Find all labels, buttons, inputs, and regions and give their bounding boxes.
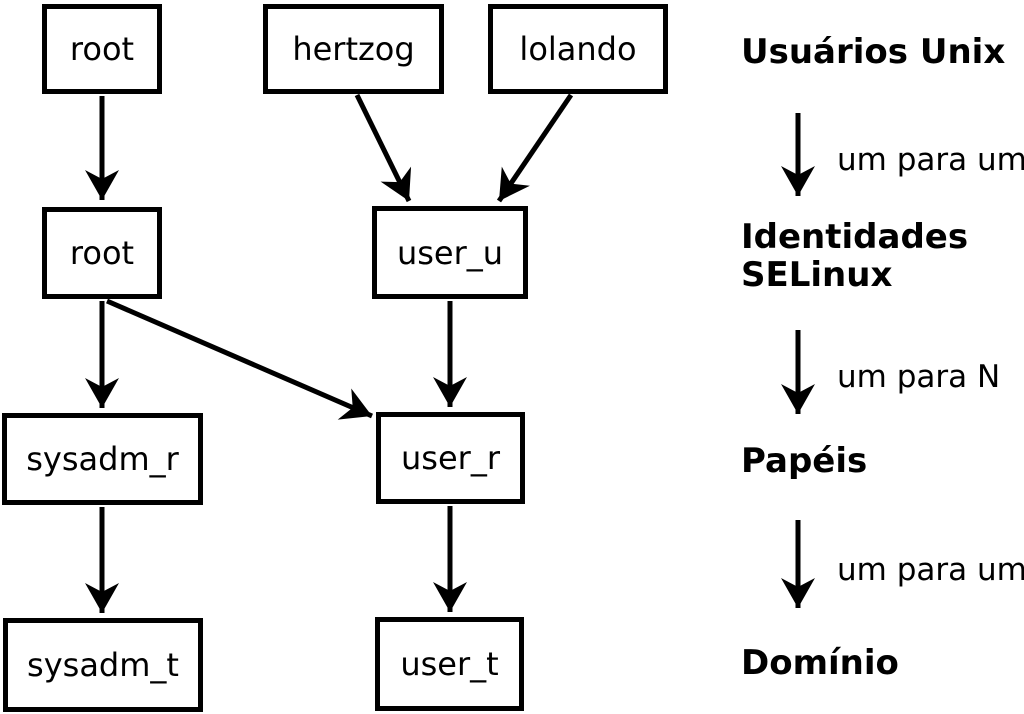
- edge-hertzog-to-user-u: [354, 93, 412, 203]
- node-lolando-box: [488, 4, 668, 94]
- edge-rootselinux-to-user-r: [106, 298, 373, 420]
- node-user-u-label: user_u: [397, 234, 503, 272]
- node-sysadm-r-label: sysadm_r: [26, 440, 179, 478]
- legend-roles-label: Papéis: [741, 441, 867, 481]
- legend-mapping-identity-to-roles-label: um para N: [837, 359, 1000, 395]
- legend-unix-users-label: Usuários Unix: [741, 32, 1005, 72]
- node-user-t-box: [375, 617, 524, 711]
- legend-domain-label: Domínio: [741, 643, 899, 683]
- node-user-r-box: [376, 412, 525, 504]
- legend-identities-line2: SELinux: [741, 255, 892, 295]
- node-hertzog-box: [263, 4, 444, 94]
- node-hertzog-label: hertzog: [292, 30, 414, 68]
- node-root-unix-box: [42, 4, 162, 94]
- node-sysadm-t-label: sysadm_t: [27, 646, 179, 684]
- node-root-selinux-box: [42, 207, 162, 299]
- node-sysadm-r-box: [2, 413, 203, 505]
- edge-lolando-to-user-u: [496, 93, 574, 203]
- node-user-u-box: [372, 206, 528, 299]
- node-sysadm-t-box: [3, 618, 203, 712]
- legend-identities-line1: Identidades: [741, 217, 968, 257]
- node-root-unix-label: root: [70, 30, 134, 68]
- legend-mapping-unix-to-identity-label: um para um: [837, 142, 1024, 178]
- node-root-selinux-label: root: [70, 234, 134, 272]
- legend-mapping-roles-to-domain-label: um para um: [837, 552, 1024, 588]
- node-lolando-label: lolando: [519, 30, 636, 68]
- node-user-t-label: user_t: [400, 645, 498, 683]
- node-user-r-label: user_r: [401, 439, 501, 477]
